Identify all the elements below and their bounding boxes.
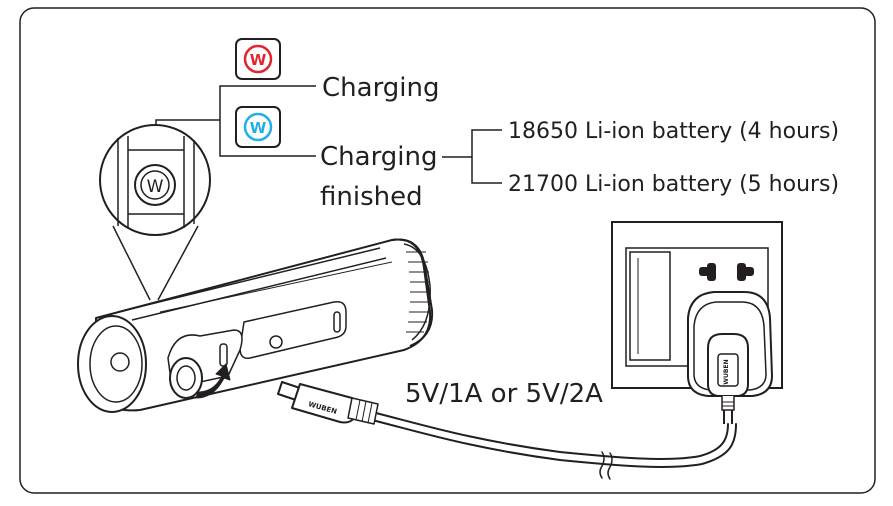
finished-label-line1: Charging xyxy=(320,142,438,172)
usb-power-adapter: WUBEN xyxy=(687,291,773,424)
red-ring-icon xyxy=(243,44,273,74)
battery-option-18650: 18650 Li-ion battery (4 hours) xyxy=(508,119,839,144)
adapter-brand-label: WUBEN xyxy=(723,359,730,384)
blue-ring-icon xyxy=(243,112,273,142)
usb-cable xyxy=(371,411,737,480)
charging-icon-letter: W xyxy=(250,51,267,69)
flashlight xyxy=(77,238,434,413)
charging-label: Charging xyxy=(322,73,440,103)
magnified-button-letter: W xyxy=(147,177,164,197)
micro-usb-connector: WUBEN xyxy=(277,381,379,425)
charging-indicator-icon: W xyxy=(235,38,281,80)
power-spec-label: 5V/1A or 5V/2A xyxy=(405,379,603,409)
battery-option-21700: 21700 Li-ion battery (5 hours) xyxy=(508,172,839,197)
diagram-frame xyxy=(19,7,876,494)
lens-icon xyxy=(110,352,130,372)
open-arrow-icon xyxy=(195,363,231,399)
finished-indicator-icon: W xyxy=(235,106,281,148)
side-button-icon xyxy=(269,335,283,349)
finished-icon-letter: W xyxy=(250,119,267,137)
battery-bracket xyxy=(442,129,502,184)
finished-label-line2: finished xyxy=(320,182,423,212)
button-magnifier: W xyxy=(99,124,211,301)
